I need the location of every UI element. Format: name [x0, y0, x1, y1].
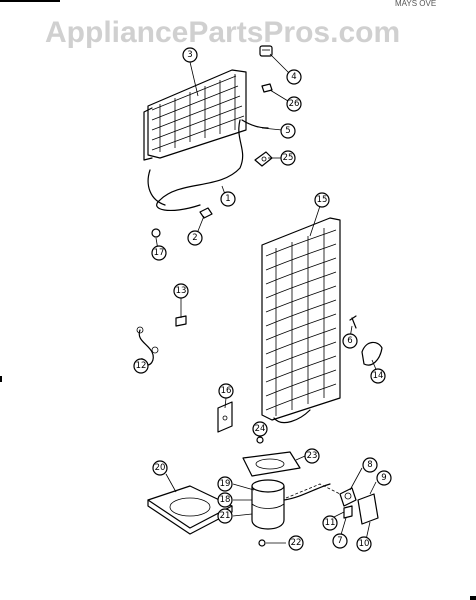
header-rule	[0, 0, 60, 2]
callout-7: 7	[332, 533, 348, 549]
part-14-cover	[361, 341, 383, 366]
part-12-wire-harness	[136, 326, 159, 366]
callout-15: 15	[314, 192, 330, 208]
part-2-drier	[199, 207, 213, 219]
svg-text:24: 24	[255, 424, 266, 434]
svg-text:17: 17	[154, 248, 165, 258]
part-22-grommet	[258, 539, 266, 547]
page-edge-mark	[0, 376, 2, 382]
callout-22: 22	[288, 535, 304, 551]
callout-9: 9	[376, 470, 392, 486]
leader-lines	[140, 53, 379, 544]
svg-text:25: 25	[283, 153, 294, 163]
svg-text:3: 3	[187, 50, 192, 60]
callout-10: 10	[356, 536, 372, 552]
header-corner-text: MAYS OVE	[395, 0, 436, 8]
svg-text:13: 13	[176, 286, 187, 296]
svg-text:9: 9	[381, 473, 386, 483]
svg-text:7: 7	[337, 536, 342, 546]
callout-25: 25	[280, 150, 296, 166]
svg-text:2: 2	[192, 233, 197, 243]
evaporator-part	[261, 217, 341, 424]
svg-text:1: 1	[225, 194, 230, 204]
svg-text:20: 20	[155, 463, 166, 473]
tube-part-5	[241, 119, 269, 129]
condenser-part	[143, 69, 247, 211]
callout-17: 17	[151, 245, 167, 261]
callout-20: 20	[152, 460, 168, 476]
callout-23: 23	[304, 448, 320, 464]
relay-assembly	[339, 487, 379, 525]
svg-text:5: 5	[285, 126, 290, 136]
callout-16: 16	[218, 383, 234, 399]
callout-19: 19	[217, 476, 233, 492]
callout-21: 21	[217, 508, 233, 524]
svg-text:22: 22	[291, 538, 302, 548]
svg-text:8: 8	[367, 460, 372, 470]
part-23-pan	[242, 451, 301, 477]
svg-text:10: 10	[359, 539, 370, 549]
svg-text:18: 18	[220, 495, 231, 505]
part-26-bracket	[261, 83, 273, 93]
page-corner-mark	[470, 596, 476, 600]
part-4-clip	[259, 45, 273, 57]
svg-text:26: 26	[289, 99, 300, 109]
callout-5: 5	[280, 123, 296, 139]
svg-text:23: 23	[307, 451, 318, 461]
callout-2: 2	[187, 230, 203, 246]
callout-1: 1	[220, 191, 236, 207]
part-17-grommet	[151, 228, 161, 238]
callout-18: 18	[217, 492, 233, 508]
callout-24: 24	[252, 421, 268, 437]
svg-text:19: 19	[220, 479, 231, 489]
callout-8: 8	[362, 457, 378, 473]
svg-text:4: 4	[291, 72, 296, 82]
part-20-base-plate	[147, 485, 233, 535]
part-16-bracket	[217, 401, 233, 433]
watermark: AppliancePartsPros.com	[45, 16, 400, 49]
callout-26: 26	[286, 96, 302, 112]
part-6-screw	[349, 315, 357, 329]
svg-text:12: 12	[136, 361, 147, 371]
svg-text:14: 14	[373, 371, 384, 381]
part-25-clamp	[254, 151, 273, 167]
part-13-clip	[175, 315, 187, 327]
svg-text:21: 21	[220, 511, 231, 521]
svg-text:16: 16	[221, 386, 232, 396]
svg-text:11: 11	[325, 518, 336, 528]
callout-6: 6	[342, 333, 358, 349]
callout-12: 12	[133, 358, 149, 374]
wire-dash	[285, 483, 341, 499]
callout-14: 14	[370, 368, 386, 384]
callout-4: 4	[286, 69, 302, 85]
svg-text:6: 6	[347, 336, 352, 346]
callout-13: 13	[173, 283, 189, 299]
callout-3: 3	[182, 47, 198, 63]
compressor-part	[251, 479, 331, 530]
svg-text:15: 15	[317, 195, 328, 205]
callout-11: 11	[322, 515, 338, 531]
